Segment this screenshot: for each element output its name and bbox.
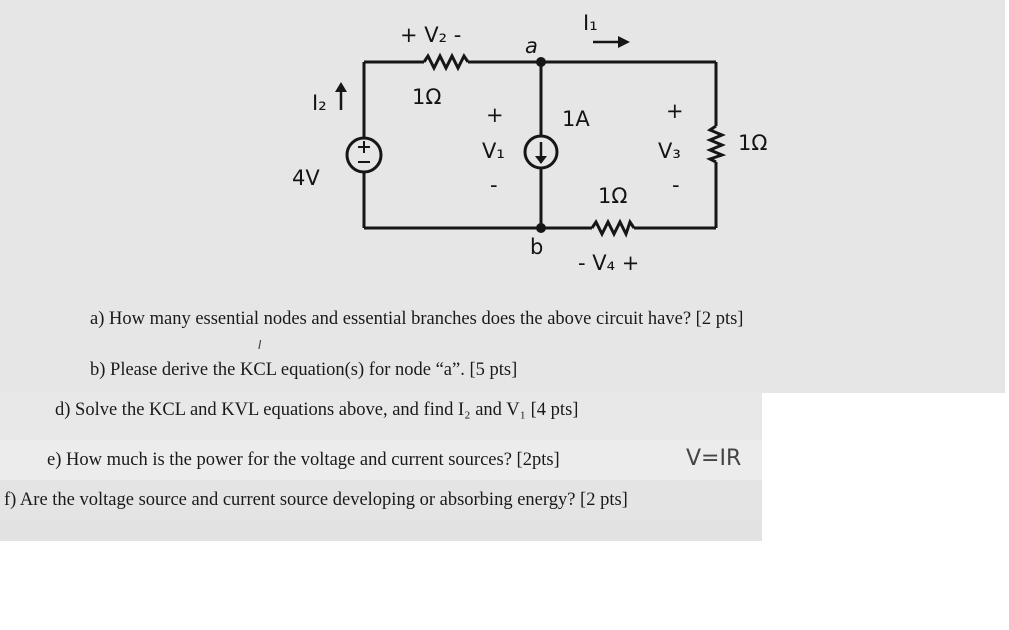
photo-strip xyxy=(0,520,762,541)
handwritten-formula: V=IR xyxy=(686,446,742,471)
question-b: b) Please derive the KCL equation(s) for… xyxy=(90,360,518,380)
label-minus-v1: - xyxy=(490,173,498,197)
label-plus-v1: + xyxy=(486,103,504,127)
label-v2: + V₂ - xyxy=(400,23,461,47)
circuit-photo xyxy=(0,0,1005,393)
label-v4: - V₄ + xyxy=(578,251,639,275)
i1-arrowhead xyxy=(618,36,630,48)
question-e: e) How much is the power for the voltage… xyxy=(47,450,560,470)
label-source-i: 1A xyxy=(562,107,590,131)
handwritten-mark: I xyxy=(258,338,262,352)
photo-strip xyxy=(0,393,762,440)
photo-strip xyxy=(0,480,762,520)
current-source xyxy=(523,134,559,170)
node-a-dot xyxy=(536,57,546,67)
resistor-right xyxy=(706,124,727,164)
label-r-right: 1Ω xyxy=(738,131,767,155)
label-r-top: 1Ω xyxy=(412,85,441,109)
resistor-bottom xyxy=(590,218,636,238)
label-minus-v3: - xyxy=(672,173,680,197)
label-r-bottom: 1Ω xyxy=(598,184,627,208)
label-v3: V₃ xyxy=(658,139,681,163)
resistor-top xyxy=(422,52,470,72)
label-source-v: 4V xyxy=(292,166,320,190)
node-b-dot xyxy=(536,223,546,233)
question-a: a) How many essential nodes and essentia… xyxy=(90,309,744,329)
label-i1: I₁ xyxy=(583,11,598,35)
i2-arrowhead xyxy=(335,82,347,92)
question-f: f) Are the voltage source and current so… xyxy=(4,490,628,510)
circuit-diagram: + V₂ - a I₁ I₂ 1Ω 4V + V₁ - 1A + V₃ - 1Ω… xyxy=(292,11,767,275)
label-i2: I₂ xyxy=(312,91,327,115)
label-v1: V₁ xyxy=(482,139,505,163)
voltage-source xyxy=(345,136,383,174)
label-node-a: a xyxy=(525,34,538,58)
photo-strip xyxy=(0,440,762,480)
label-node-b: b xyxy=(530,235,543,259)
current-source-arrowhead xyxy=(535,156,547,164)
label-plus-v3: + xyxy=(666,99,684,123)
question-d: d) Solve the KCL and KVL equations above… xyxy=(55,400,579,420)
